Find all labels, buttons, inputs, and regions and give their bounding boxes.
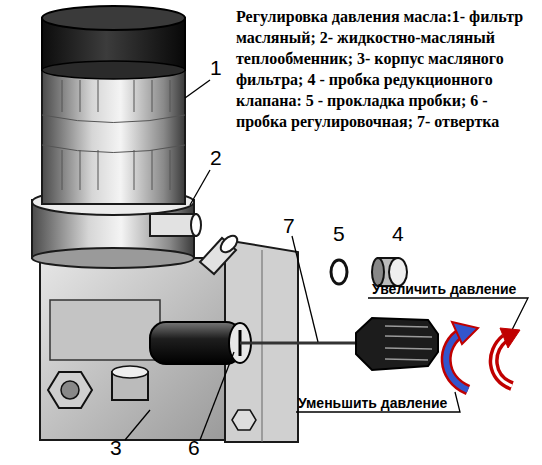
mounting-flange	[225, 240, 298, 442]
screwdriver-shaft	[240, 342, 358, 345]
callout-number: 5	[333, 222, 345, 246]
direction-label: Увеличить давление	[372, 281, 516, 297]
increase-arrow	[494, 328, 520, 386]
screwdriver-handle	[356, 318, 438, 370]
diagram-title: Регулировка давления масла:	[236, 8, 452, 25]
leader-lines	[125, 80, 528, 440]
callout-number: 4	[392, 222, 404, 246]
flange-edge	[262, 250, 263, 442]
housing-boss	[50, 300, 160, 360]
heat-exchanger-bottom	[32, 248, 194, 268]
callout-number: 1	[210, 56, 222, 80]
direction-label: Уменьшить давление	[298, 395, 447, 411]
callout-number: 2	[210, 146, 222, 170]
filter-top	[42, 6, 185, 30]
filter-ribs	[42, 80, 185, 190]
callout-number: 3	[110, 436, 122, 460]
filter-cap-edge	[42, 61, 185, 79]
plug-gasket	[331, 260, 347, 284]
decrease-arrow	[446, 322, 478, 390]
callout-number: 7	[283, 214, 295, 238]
diagram-caption: 1- фильтр масляный; 2- жидкостно-масляны…	[236, 8, 523, 130]
pipe-fittings	[150, 214, 240, 274]
callout-number: 6	[188, 436, 200, 460]
caption-block: Регулировка давления масла:1- фильтр мас…	[236, 6, 540, 132]
handle-ribs	[385, 326, 432, 360]
